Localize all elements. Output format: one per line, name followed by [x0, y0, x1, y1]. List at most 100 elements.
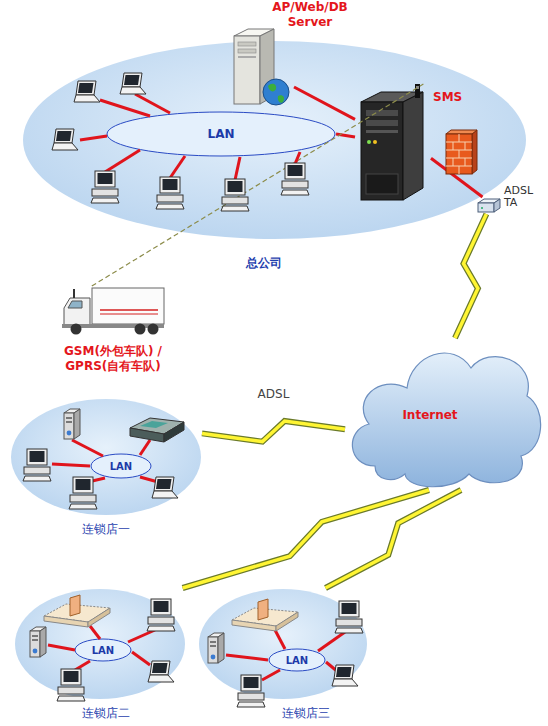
wireless-link	[455, 214, 486, 338]
desktop-icon	[57, 669, 85, 701]
icon-part	[15, 589, 185, 699]
icon-part	[91, 454, 151, 478]
connector-line	[326, 490, 462, 588]
icon-part	[366, 120, 398, 126]
store-zone: 连锁店一LAN	[10, 398, 202, 516]
desktop-icon	[147, 599, 175, 631]
firewall-symbol	[446, 130, 477, 174]
node-label: 连锁店三	[270, 706, 342, 721]
wireless-link	[326, 490, 462, 588]
lan-cable	[275, 630, 285, 649]
router-icon	[232, 599, 298, 631]
icon-part	[107, 112, 335, 156]
truck-shape	[60, 286, 166, 336]
lan-cable	[48, 645, 75, 650]
laptop-icon	[52, 129, 78, 150]
node-label: LAN	[268, 648, 326, 672]
lan-cable	[100, 100, 150, 116]
icon-part	[453, 142, 454, 150]
lan-cable	[318, 632, 345, 651]
connector-line	[336, 134, 355, 137]
wireless-link	[183, 490, 429, 588]
internet-cloud: Internet	[345, 338, 545, 490]
icon-part	[238, 42, 256, 46]
node-label: AP/Web/DB Server	[268, 0, 352, 30]
icon-part	[415, 84, 420, 98]
node-label: ADSL TA	[504, 185, 542, 209]
connector-line	[455, 214, 486, 338]
edge-label: ADSL	[254, 387, 294, 401]
icon-part	[465, 142, 466, 150]
connector-line	[183, 490, 429, 588]
lan-cable	[170, 156, 185, 178]
desktop-icon	[335, 601, 363, 633]
icon-part	[64, 298, 90, 326]
icon-part	[71, 324, 82, 335]
lan-cable	[88, 478, 105, 482]
node-label: 连锁店一	[70, 522, 142, 537]
store-zone: 连锁店三LAN	[198, 588, 368, 700]
server: AP/Web/DB Server	[222, 24, 294, 108]
icon-part	[465, 158, 466, 166]
icon-part	[238, 56, 256, 58]
icon-part	[135, 324, 146, 335]
icon-part	[100, 314, 158, 315]
sms-shape	[355, 84, 431, 202]
firewall-side	[472, 130, 477, 174]
icon-part	[478, 203, 494, 212]
connector-line	[202, 421, 345, 442]
laptop-icon	[332, 665, 358, 686]
lan-ellipse: LAN	[106, 111, 336, 157]
connector-line	[92, 84, 424, 286]
connector-line	[455, 214, 486, 338]
node-label: SMS	[433, 90, 473, 105]
network-cable	[294, 87, 355, 119]
icon-part	[481, 207, 483, 209]
connector-line	[431, 158, 483, 197]
icon-part	[494, 199, 500, 212]
ta-shape	[476, 197, 502, 214]
icon-part	[100, 309, 158, 311]
desktop-icon	[237, 675, 265, 707]
icon-part	[366, 130, 398, 133]
wireless-link	[202, 421, 345, 442]
icon-part	[373, 140, 377, 144]
node-label: 总公司	[234, 256, 294, 271]
icon-part	[459, 166, 460, 174]
icon-part	[446, 166, 472, 167]
icon-part	[367, 140, 371, 144]
icon-part	[73, 289, 75, 298]
lan-cable	[295, 152, 300, 164]
icon-part	[366, 110, 398, 116]
lan-cable	[90, 626, 100, 639]
server-icon	[208, 633, 224, 663]
icon-part	[92, 288, 164, 324]
connector-line	[294, 87, 355, 119]
st-shape	[198, 588, 368, 700]
laptop-icon	[120, 73, 146, 94]
icon-part	[234, 36, 260, 104]
icon-part	[11, 399, 201, 515]
firewall-front	[446, 134, 472, 174]
lan-cable	[128, 630, 155, 642]
server-icon	[30, 627, 46, 657]
lan-cable	[80, 136, 107, 140]
desktop-icon	[91, 171, 119, 203]
icon-part	[68, 301, 82, 308]
modem-icon	[130, 418, 184, 442]
lan-cable	[262, 670, 280, 680]
icon-part	[268, 84, 276, 92]
icon-part	[278, 95, 284, 102]
icon-part	[269, 649, 325, 671]
icon-part	[403, 92, 423, 200]
node-label: Internet	[390, 408, 470, 423]
office-zone: 总公司AP/Web/DB ServerLANSMSADSL TA	[22, 40, 527, 240]
icon-part	[459, 134, 460, 142]
adsl-modem: ADSL TA	[476, 197, 502, 214]
icon-part	[446, 142, 472, 143]
lan-cable	[135, 94, 170, 113]
firewall-bricks	[446, 134, 472, 174]
truck: GSM(外包车队) / GPRS(自有车队)	[60, 286, 166, 336]
